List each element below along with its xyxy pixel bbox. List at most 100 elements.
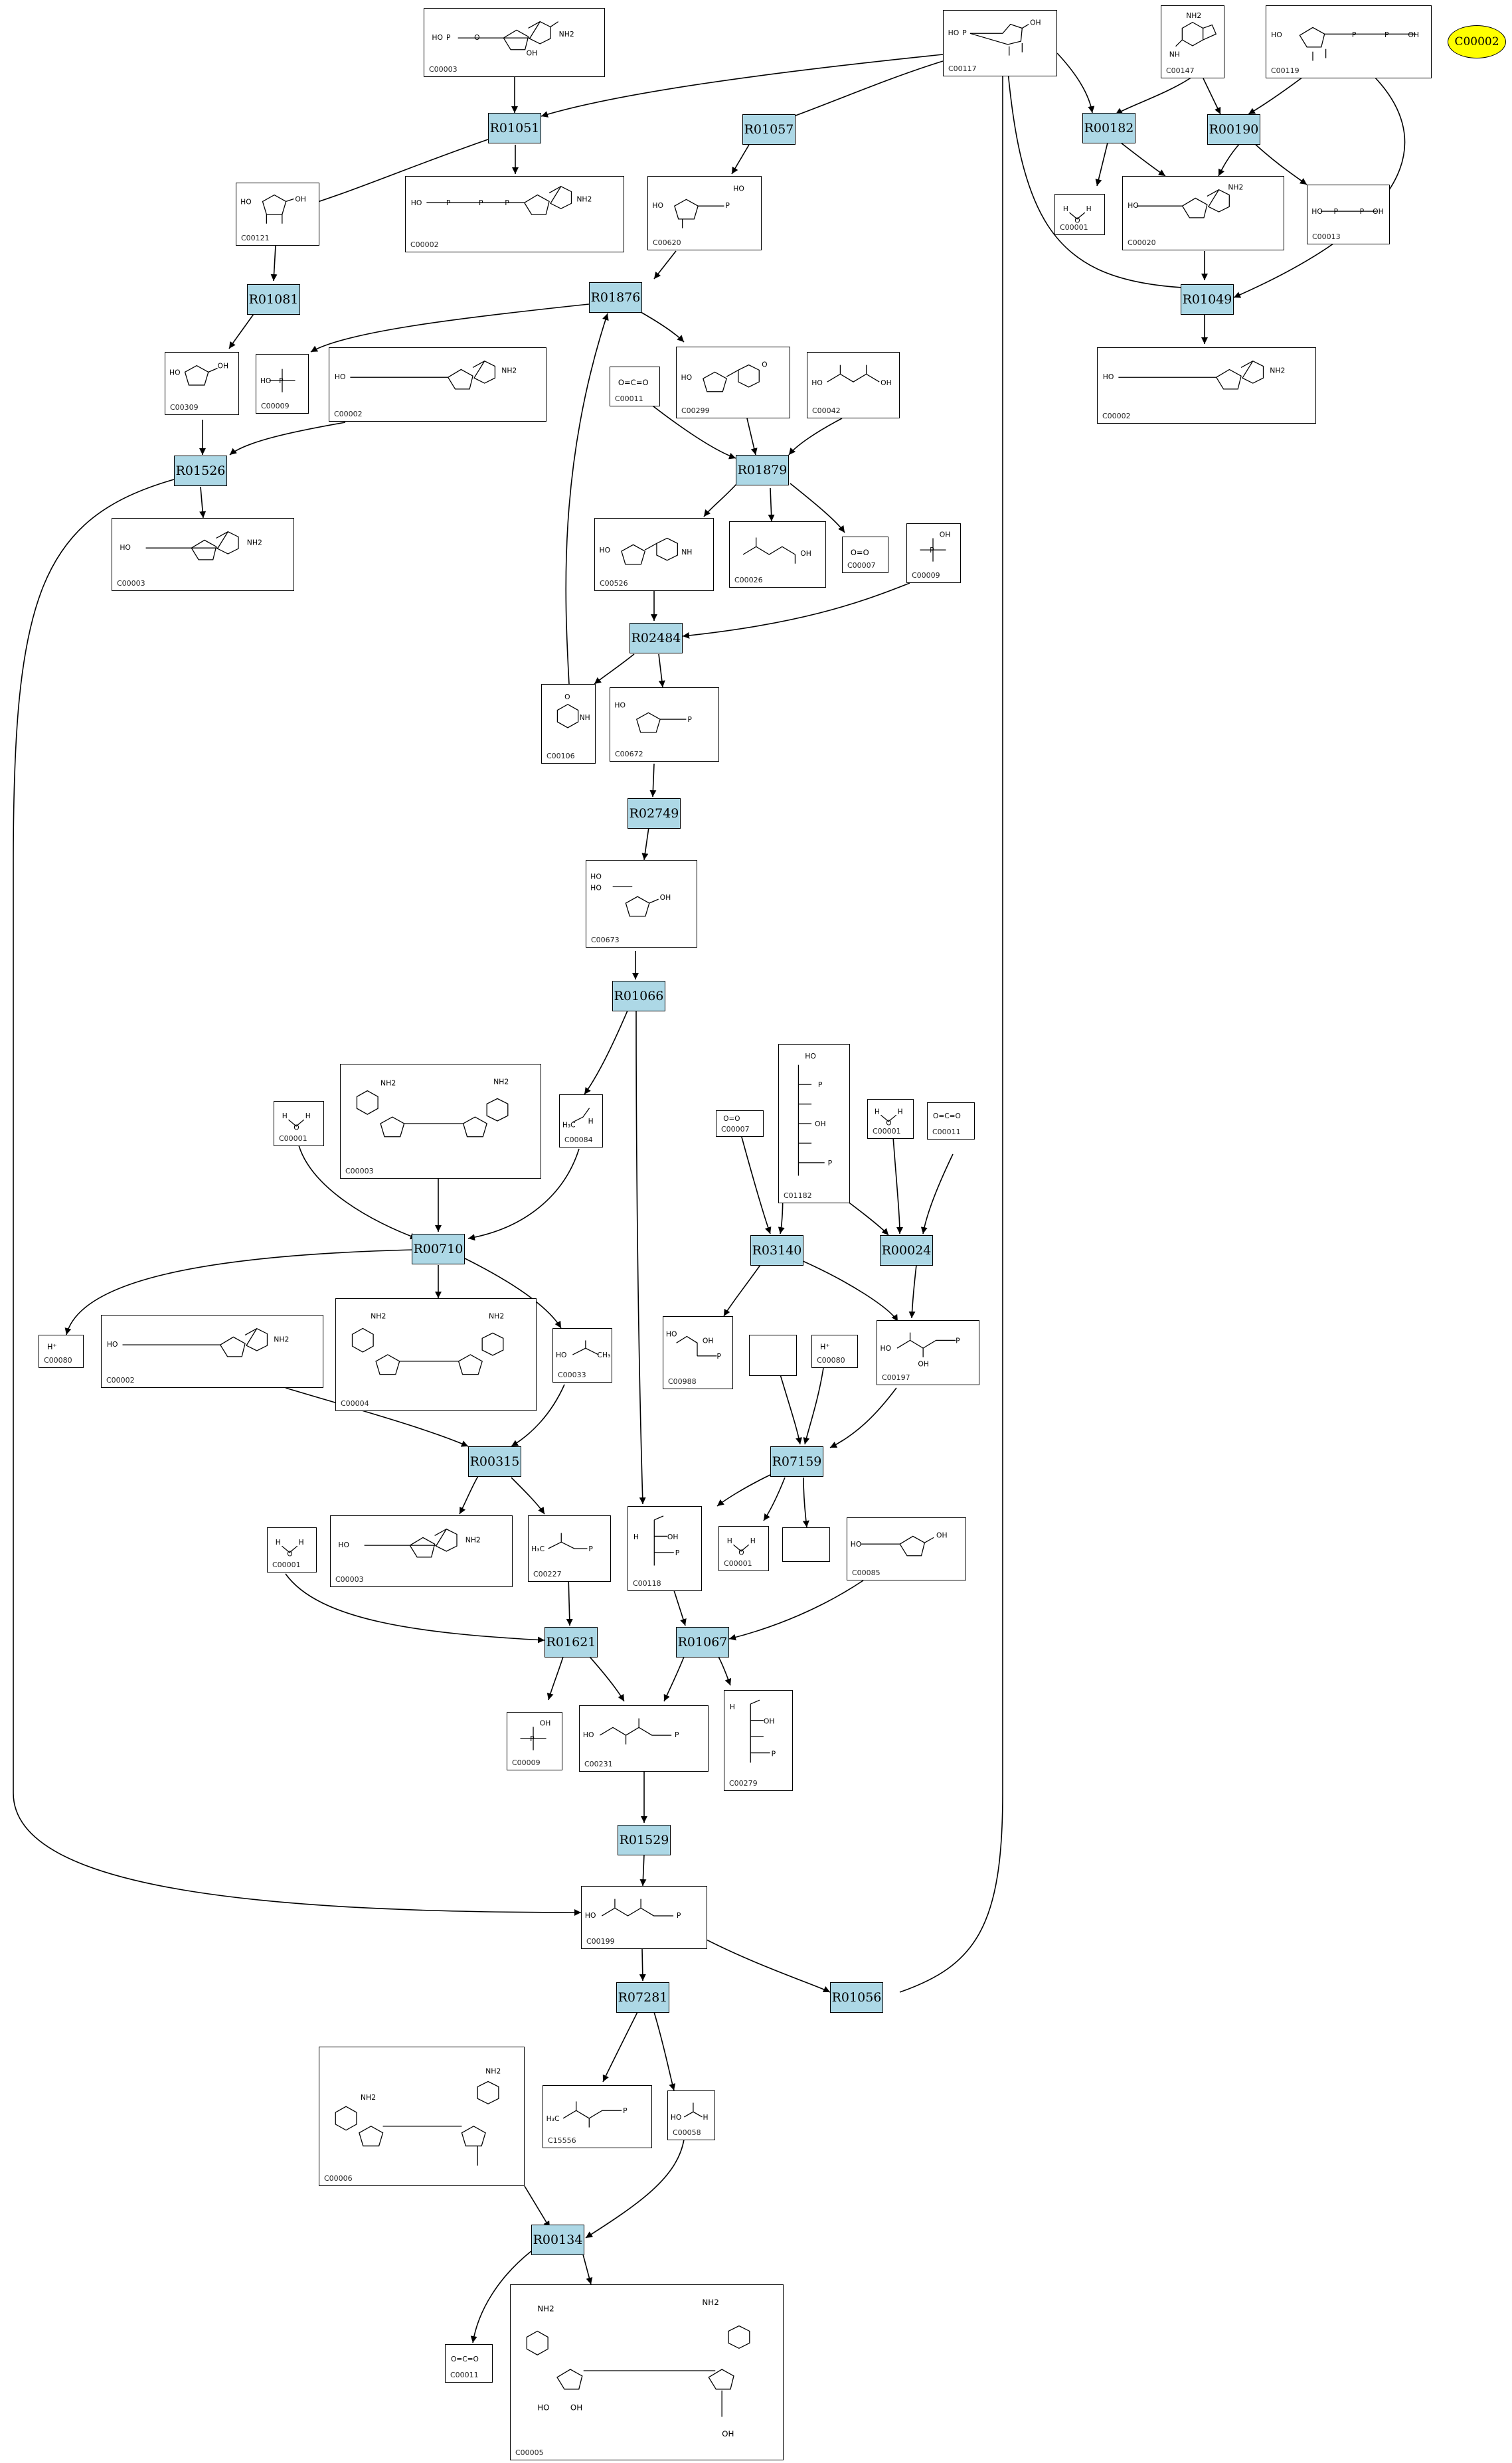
compound-box[interactable]: O=C=O C00011	[445, 2344, 493, 2383]
reaction-R01066[interactable]: R01066	[612, 981, 665, 1011]
edge	[892, 1136, 903, 1234]
compound-box[interactable]: O=O C00007	[842, 537, 888, 573]
reaction-R01879[interactable]: R01879	[736, 455, 789, 485]
reaction-R03140[interactable]: R03140	[750, 1235, 803, 1266]
reaction-R00024[interactable]: R00024	[880, 1235, 933, 1266]
label-OH: OH	[660, 893, 671, 902]
compound-box[interactable]: O=O C00007	[716, 1110, 764, 1137]
compound-box[interactable]: OH C00026	[729, 521, 826, 588]
reaction-R01529[interactable]: R01529	[618, 1825, 671, 1855]
reaction-R02484[interactable]: R02484	[630, 623, 683, 653]
highlighted-compound[interactable]: C00002	[1448, 25, 1506, 58]
compound-box[interactable]: O=C=O C00011	[927, 1102, 975, 1140]
compound-id: C00058	[673, 2128, 701, 2137]
reaction-R00710[interactable]: R00710	[412, 1234, 465, 1264]
edge	[270, 245, 278, 282]
compound-box[interactable]: H⁺ C00080	[811, 1335, 858, 1368]
reaction-R07159[interactable]: R07159	[770, 1446, 823, 1477]
reaction-R00134[interactable]: R00134	[531, 2225, 584, 2255]
compound-box[interactable]: O=C=O C00011	[610, 367, 660, 406]
reaction-R01081[interactable]: R01081	[247, 284, 300, 315]
reaction-R00182[interactable]: R00182	[1082, 113, 1135, 143]
reaction-R01526[interactable]: R01526	[174, 456, 227, 486]
compound-box[interactable]	[782, 1527, 830, 1562]
label-HO: HO	[590, 883, 602, 892]
compound-box[interactable]	[749, 1335, 797, 1376]
compound-id: C00080	[44, 1356, 72, 1365]
label-OH: OH	[815, 1120, 826, 1128]
compound-id: C00279	[729, 1779, 758, 1788]
edge	[803, 1367, 824, 1445]
compound-id: C00526	[600, 579, 628, 588]
reaction-R01067[interactable]: R01067	[676, 1627, 729, 1657]
reaction-R01056[interactable]: R01056	[830, 1982, 883, 2013]
compound-id: C00118	[633, 1579, 661, 1588]
compound-box[interactable]: H⁺ C00080	[39, 1335, 84, 1368]
label-hplus: H⁺	[820, 1342, 830, 1351]
reaction-R07281[interactable]: R07281	[616, 1982, 669, 2013]
label-h3c: H₃C	[531, 1545, 545, 1553]
edge	[716, 1474, 772, 1507]
reaction-R01876[interactable]: R01876	[589, 282, 642, 313]
reaction-R01049[interactable]: R01049	[1181, 284, 1234, 315]
reaction-R01051[interactable]: R01051	[488, 113, 541, 143]
label-O: O	[762, 360, 768, 369]
structure-svg: HOO	[681, 360, 768, 392]
compound-id: C00309	[170, 403, 199, 412]
reaction-R01057[interactable]: R01057	[742, 114, 796, 145]
reaction-R02749[interactable]: R02749	[628, 798, 681, 829]
reaction-R01621[interactable]: R01621	[545, 1627, 598, 1657]
reaction-R00315[interactable]: R00315	[468, 1446, 521, 1477]
label-HO: HO	[240, 197, 252, 206]
reaction-R00190[interactable]: R00190	[1207, 114, 1260, 145]
